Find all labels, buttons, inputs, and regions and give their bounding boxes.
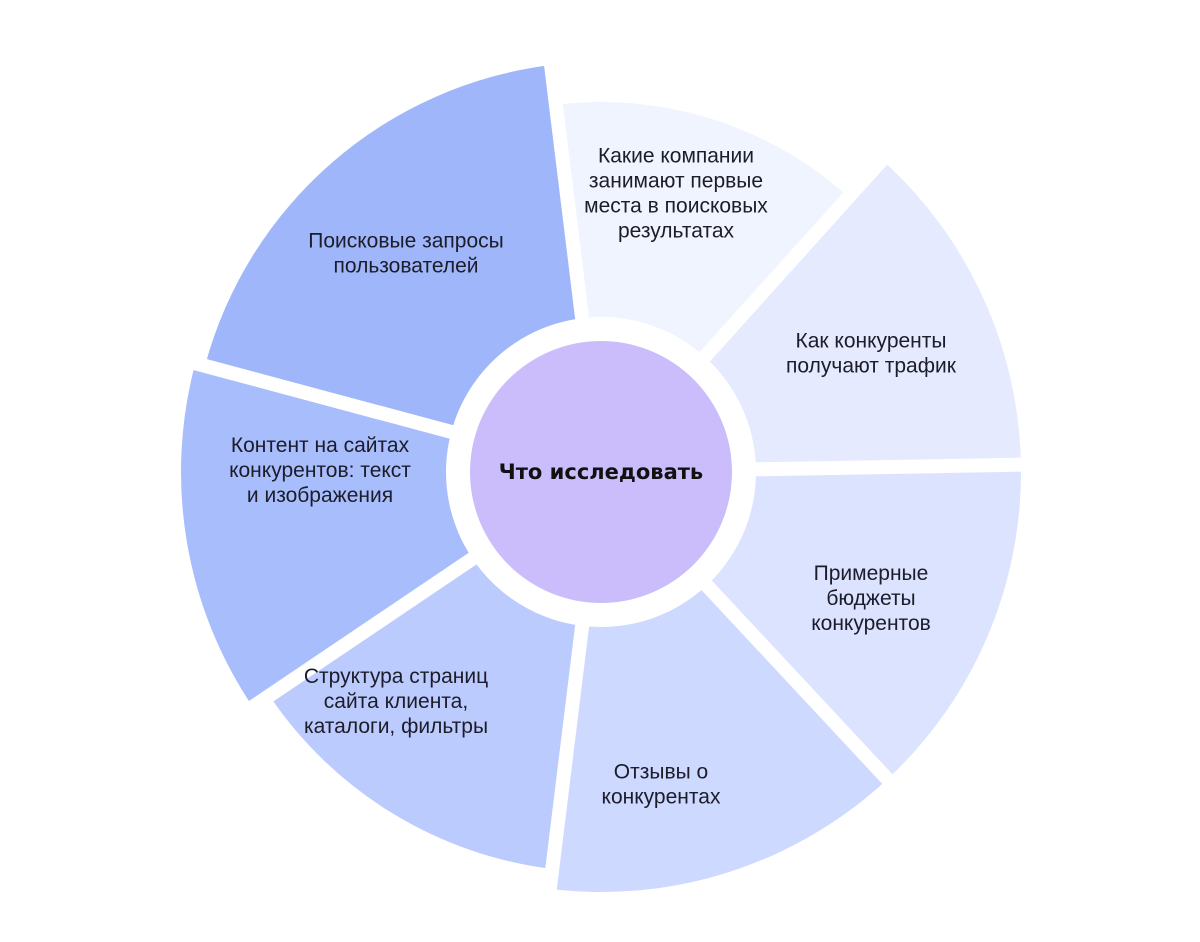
- segment-label-line: Отзывы о: [614, 761, 708, 784]
- segment-label-line: конкурентов: текст: [229, 459, 411, 482]
- segment-divider: [154, 346, 478, 446]
- segment-label-line: Поисковые запросы: [308, 230, 504, 253]
- segment-client-site-structure: [269, 550, 584, 870]
- segment-label-line: и изображения: [247, 484, 393, 507]
- segment-divider: [537, 14, 593, 344]
- segment-label-line: Какие компании: [598, 145, 754, 168]
- segment-label-line: пользователей: [333, 255, 478, 278]
- center-circle: [470, 341, 732, 603]
- segment-label-line: бюджеты: [826, 587, 915, 610]
- segment-label-line: места в поисковых: [584, 195, 768, 218]
- segment-dividers: [154, 14, 1062, 930]
- segment-divider: [682, 125, 915, 381]
- segment-label-line: результатах: [618, 220, 735, 243]
- segment-label-line: Структура страниц: [304, 665, 488, 688]
- segment-label-line: конкурентах: [602, 786, 721, 809]
- segment-competitor-budgets: [696, 464, 1021, 780]
- segment-label-line: занимают первые: [589, 170, 763, 193]
- segment-label-line: сайта клиента,: [324, 690, 468, 713]
- segment-competitor-content: [180, 363, 485, 707]
- segment-competitor-reviews: [549, 574, 888, 892]
- segment-divider: [730, 456, 1062, 477]
- segment-label-line: Как конкуренты: [796, 330, 947, 353]
- segment-label-line: Контент на сайтах: [231, 434, 410, 457]
- segment-competitor-traffic: [694, 159, 1021, 470]
- segment-top-companies: [555, 102, 849, 368]
- segment-divider: [215, 538, 498, 736]
- segment-label-line: конкурентов: [811, 612, 931, 635]
- center-label: Что исследовать: [499, 460, 703, 484]
- segment-divider: [684, 562, 920, 814]
- segment-divider: [537, 600, 593, 930]
- segment-label-line: получают трафик: [786, 355, 957, 378]
- segment-user-search-queries: [204, 65, 584, 436]
- segments-layer: [180, 65, 1021, 892]
- segment-label-line: каталоги, фильтры: [304, 715, 488, 738]
- segment-label-line: Примерные: [814, 562, 929, 585]
